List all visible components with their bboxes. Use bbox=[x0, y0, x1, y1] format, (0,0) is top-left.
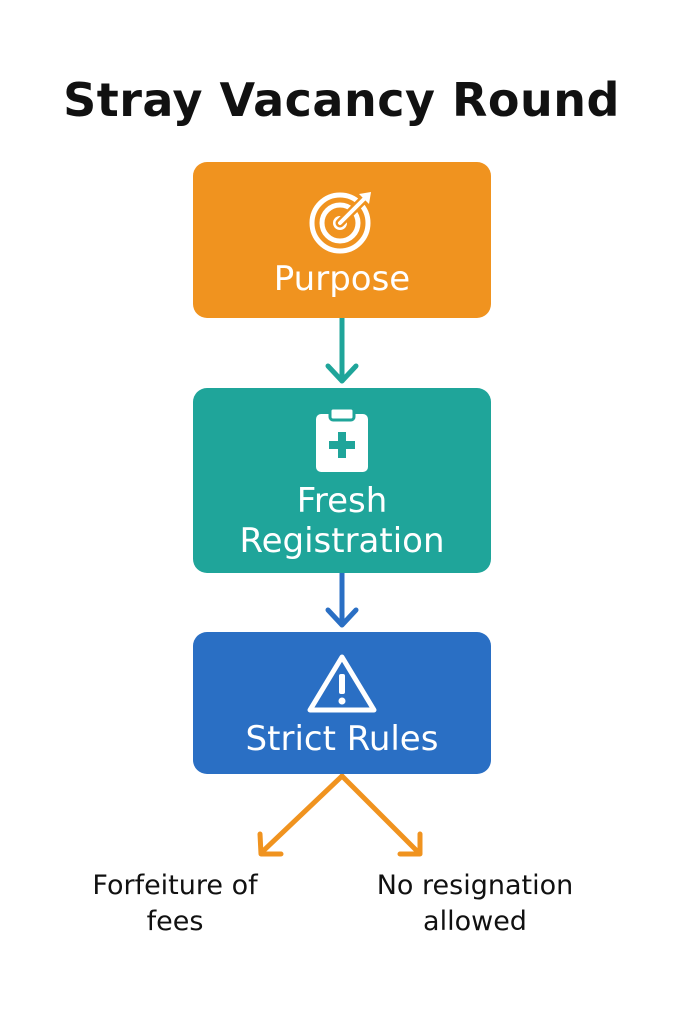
warning-icon bbox=[307, 654, 377, 713]
clipboard-plus-icon bbox=[316, 406, 368, 472]
arrow-rules-to-no-resignation bbox=[339, 773, 423, 857]
outcome-no-resignation-line2: allowed bbox=[423, 906, 527, 937]
diagram-title: Stray Vacancy Round bbox=[63, 73, 620, 127]
step-fresh-registration-line1: Fresh bbox=[296, 481, 388, 521]
outcome-forfeiture-line2: fees bbox=[146, 906, 204, 937]
arrow-registration-to-rules bbox=[325, 570, 359, 628]
outcome-no-resignation-line1: No resignation bbox=[376, 870, 574, 901]
step-purpose: Purpose bbox=[193, 162, 491, 318]
step-strict-rules-label: Strict Rules bbox=[245, 719, 439, 759]
step-strict-rules: Strict Rules bbox=[193, 632, 491, 774]
step-purpose-label: Purpose bbox=[273, 259, 411, 299]
step-fresh-registration-line2: Registration bbox=[239, 521, 445, 561]
outcome-forfeiture-of-fees: Forfeiture of fees bbox=[60, 868, 290, 940]
outcome-forfeiture-line1: Forfeiture of bbox=[92, 870, 258, 901]
target-icon bbox=[309, 192, 371, 254]
outcome-no-resignation-allowed: No resignation allowed bbox=[355, 868, 595, 940]
arrow-purpose-to-registration bbox=[325, 315, 359, 384]
step-fresh-registration: Fresh Registration bbox=[193, 388, 491, 573]
arrow-rules-to-forfeiture bbox=[257, 773, 345, 857]
